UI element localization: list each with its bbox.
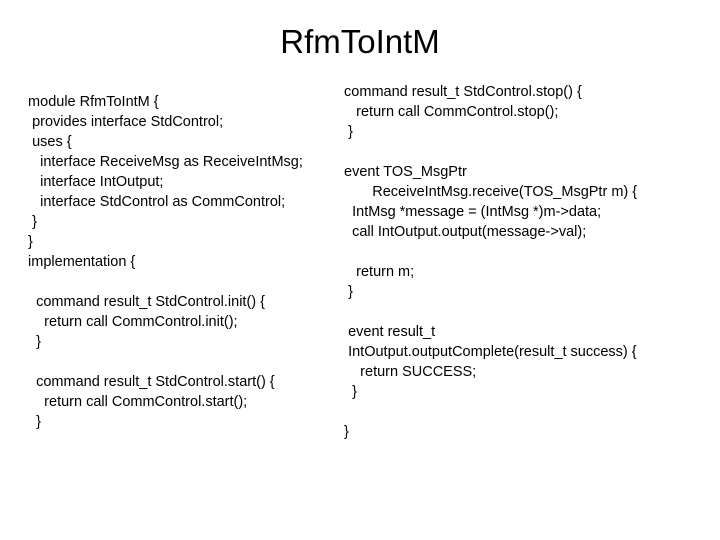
right-code-line-17: } [336,424,349,440]
left-code-block: module RfmToIntM { provides interface St… [20,92,350,432]
right-code-line-7: call IntOutput.output(message->val); [336,224,587,240]
left-code-line-5: interface StdControl as CommControl; [20,194,286,210]
left-code-line-0: module RfmToIntM { [20,94,159,110]
right-code-line-1: return call CommControl.stop(); [336,104,559,120]
left-code-line-12: } [20,334,41,350]
right-code-line-2: } [336,124,353,140]
left-code-line-6: } [20,214,37,230]
right-code-line-0: command result_t StdControl.stop() { [336,84,582,100]
left-code-line-13 [20,352,350,372]
left-code-line-11: return call CommControl.init(); [20,314,238,330]
right-code-line-13: IntOutput.outputComplete(result_t succes… [336,344,637,360]
left-code-line-16: } [20,414,41,430]
right-code-line-11 [336,302,716,322]
left-code-line-2: uses { [20,134,72,150]
left-code-line-15: return call CommControl.start(); [20,394,248,410]
right-code-line-6: IntMsg *message = (IntMsg *)m->data; [336,204,602,220]
page-title: RfmToIntM [280,23,440,60]
right-code-line-3 [336,142,716,162]
left-code-line-8: implementation { [20,254,136,270]
left-code-line-4: interface IntOutput; [20,174,164,190]
right-code-line-5: ReceiveIntMsg.receive(TOS_MsgPtr m) { [336,184,638,200]
left-code-line-14: command result_t StdControl.start() { [20,374,275,390]
right-code-line-10: } [336,284,353,300]
right-code-line-9: return m; [336,264,415,280]
right-code-line-14: return SUCCESS; [336,364,477,380]
left-code-line-7: } [20,234,33,250]
left-code-line-3: interface ReceiveMsg as ReceiveIntMsg; [20,154,303,170]
right-code-line-15: } [336,384,357,400]
right-code-line-12: event result_t [336,324,436,340]
right-code-line-16 [336,402,716,422]
right-code-line-4: event TOS_MsgPtr [336,164,467,180]
right-code-block: command result_t StdControl.stop() { ret… [336,82,716,442]
right-code-line-8 [336,242,716,262]
left-code-line-9 [20,272,350,292]
left-code-line-1: provides interface StdControl; [20,114,224,130]
left-code-line-10: command result_t StdControl.init() { [20,294,265,310]
